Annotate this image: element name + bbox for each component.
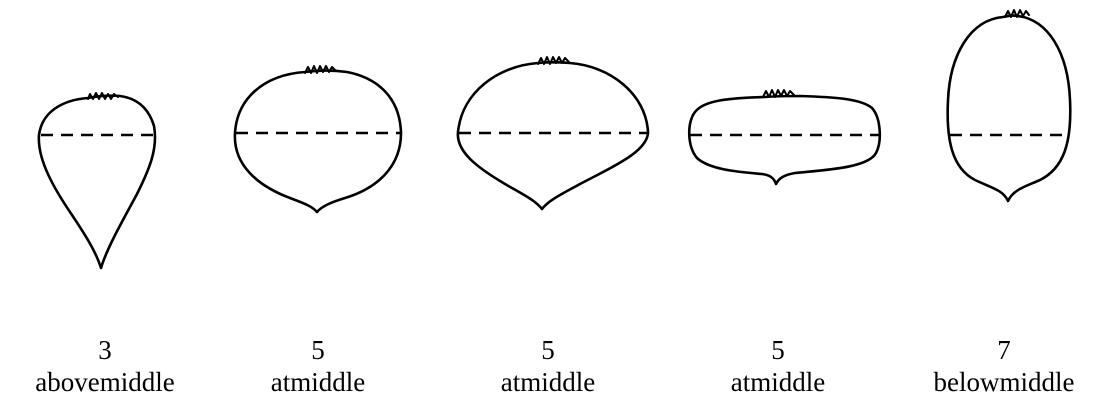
caption-3-position: atmiddle <box>500 367 596 397</box>
caption-4: 5 atmiddle <box>683 334 873 398</box>
fruit-round-outline <box>233 69 403 214</box>
caption-3: 5 atmiddle <box>453 334 643 398</box>
fruit-ovoid-figure <box>946 9 1072 203</box>
caption-3-number: 5 <box>541 335 555 365</box>
fruit-rhombic-outline <box>456 60 650 211</box>
fruit-obovate-calyx <box>87 92 119 100</box>
caption-2-number: 5 <box>311 335 325 365</box>
fruit-obovate-figure <box>37 92 157 270</box>
fruit-flattened-outline <box>687 94 882 186</box>
caption-2-position: atmiddle <box>270 367 366 397</box>
caption-4-number: 5 <box>771 335 785 365</box>
caption-2: 5 atmiddle <box>223 334 413 398</box>
fruit-flattened-calyx <box>762 89 795 98</box>
fruit-ovoid-outline <box>946 14 1072 203</box>
caption-5-number: 7 <box>997 335 1011 365</box>
fruit-ovoid-calyx <box>1004 9 1030 18</box>
caption-1-number: 3 <box>98 335 112 365</box>
fruit-round-figure <box>233 65 403 214</box>
fruit-round-calyx <box>304 65 337 74</box>
caption-1: 3 abovemiddle <box>10 334 200 398</box>
fruit-rhombic-calyx <box>537 56 570 65</box>
caption-5: 7 belowmiddle <box>909 334 1099 398</box>
fruit-flattened-figure <box>687 89 882 186</box>
caption-4-position: atmiddle <box>730 367 826 397</box>
caption-1-position: abovemiddle <box>35 367 175 397</box>
fruit-obovate-outline <box>37 94 157 270</box>
caption-5-position: belowmiddle <box>933 367 1075 397</box>
fruit-rhombic-figure <box>456 56 650 211</box>
